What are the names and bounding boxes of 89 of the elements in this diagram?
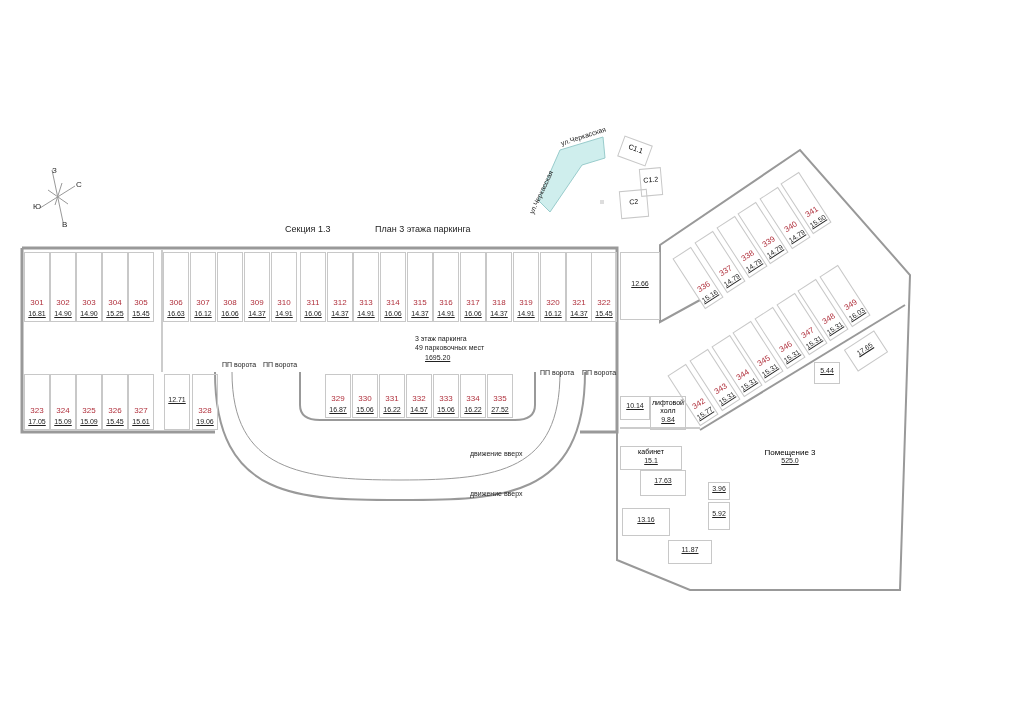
space-number: 316 [439, 297, 453, 307]
parking-space [327, 252, 353, 322]
space-number: 324 [56, 405, 70, 415]
parking-space [406, 374, 432, 418]
plan-title: План 3 этажа паркинга [375, 224, 471, 234]
space-number: 311 [306, 297, 320, 307]
space-number: 329 [331, 393, 345, 403]
parking-space [190, 252, 216, 322]
space-number: 303 [82, 297, 96, 307]
space-number: 319 [519, 297, 533, 307]
parking-space [128, 252, 154, 322]
parking-space [591, 252, 617, 322]
room [708, 482, 730, 500]
parking-space [102, 252, 128, 322]
parking-space [217, 252, 243, 322]
space-number: 325 [82, 405, 96, 415]
parking-space [163, 252, 189, 322]
room [620, 446, 682, 470]
space-number: 302 [56, 297, 70, 307]
parking-space [540, 252, 566, 322]
compass-letter: Ю [33, 202, 42, 211]
compass-letter: З [52, 166, 57, 175]
space-number: 335 [493, 393, 507, 403]
parking-space [300, 252, 326, 322]
parking-space [460, 374, 486, 418]
parking-space [102, 374, 128, 430]
parking-space [192, 374, 218, 430]
parking-space [487, 374, 513, 418]
space-number: 331 [385, 393, 399, 403]
space-number: 314 [386, 297, 400, 307]
parking-space [379, 374, 405, 418]
parking-space [76, 252, 102, 322]
space-number: 320 [546, 297, 560, 307]
space-number: 305 [134, 297, 148, 307]
space-number: 301 [30, 297, 44, 307]
space-number: 317 [466, 297, 480, 307]
space-number: 323 [30, 405, 44, 415]
parking-space [244, 252, 270, 322]
parking-space [407, 252, 433, 322]
section-label: Секция 1.3 [285, 224, 331, 234]
space-number: 315 [413, 297, 427, 307]
space-number: 321 [572, 297, 586, 307]
room [668, 540, 712, 564]
space-number: 333 [439, 393, 453, 403]
space-number: 332 [412, 393, 426, 403]
parking-space [486, 252, 512, 322]
space-number: 330 [358, 393, 372, 403]
space-number: 313 [359, 297, 373, 307]
space-number: 308 [223, 297, 237, 307]
parking-space [352, 374, 378, 418]
parking-space [460, 252, 486, 322]
room-name: Помещение 3 [764, 447, 816, 458]
room [640, 470, 686, 496]
room [620, 252, 660, 320]
space-number: 322 [597, 297, 611, 307]
space-number: 326 [108, 405, 122, 415]
parking-space [128, 374, 154, 430]
space-number: 334 [466, 393, 480, 403]
parking-space [24, 374, 50, 430]
compass-letter: В [62, 220, 68, 229]
room [708, 502, 730, 530]
parking-space [433, 252, 459, 322]
room [814, 362, 840, 384]
room [164, 374, 190, 430]
room [620, 396, 650, 420]
space-number: 304 [108, 297, 122, 307]
space-number: 328 [198, 405, 212, 415]
space-number: 309 [250, 297, 264, 307]
parking-space [76, 374, 102, 430]
parking-space [380, 252, 406, 322]
parking-space [325, 374, 351, 418]
parking-space [50, 252, 76, 322]
space-number: 312 [333, 297, 347, 307]
parking-space [566, 252, 592, 322]
parking-space [353, 252, 379, 322]
compass-letter: С [76, 180, 82, 189]
parking-space [24, 252, 50, 322]
space-number: 310 [277, 297, 291, 307]
building-outline [638, 167, 664, 197]
parking-space [513, 252, 539, 322]
space-number: 327 [134, 405, 148, 415]
space-number: 307 [196, 297, 210, 307]
room [650, 396, 686, 430]
space-number: 306 [169, 297, 183, 307]
space-number: 318 [492, 297, 506, 307]
parking-space [433, 374, 459, 418]
parking-space [271, 252, 297, 322]
parking-space [50, 374, 76, 430]
room [622, 508, 670, 536]
